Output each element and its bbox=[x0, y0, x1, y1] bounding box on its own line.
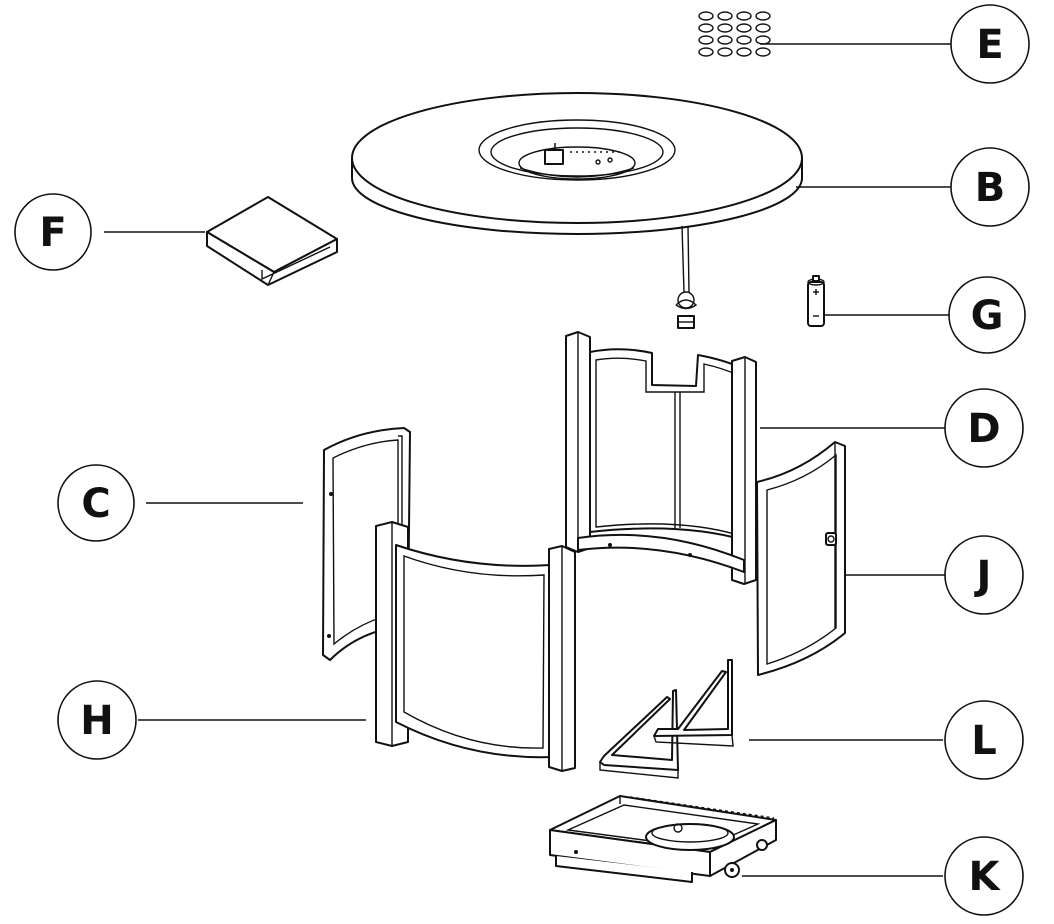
callout-c: C bbox=[57, 464, 135, 542]
callout-e: E bbox=[950, 4, 1030, 84]
callout-g: G bbox=[948, 276, 1026, 354]
callout-l: L bbox=[944, 700, 1024, 780]
part-h-front-panel bbox=[375, 521, 576, 772]
callout-j: J bbox=[944, 535, 1024, 615]
callout-label-g: G bbox=[971, 293, 1004, 339]
callout-label-h: H bbox=[80, 698, 113, 744]
part-j-door-panel bbox=[756, 441, 846, 676]
callout-b: B bbox=[950, 147, 1030, 227]
callout-label-l: L bbox=[971, 718, 997, 764]
callout-d: D bbox=[944, 388, 1024, 468]
callout-label-j: J bbox=[974, 553, 992, 599]
callout-label-f: F bbox=[39, 210, 66, 256]
callout-label-e: E bbox=[976, 22, 1003, 68]
leader-lines bbox=[104, 43, 951, 877]
part-e-beads bbox=[698, 11, 771, 57]
part-k-base-tray bbox=[549, 795, 777, 883]
callout-h: H bbox=[57, 680, 137, 760]
part-g-battery bbox=[807, 275, 825, 327]
part-f-box bbox=[206, 196, 338, 286]
callout-label-k: K bbox=[969, 854, 1002, 900]
callout-k: K bbox=[944, 836, 1024, 916]
part-b-tabletop bbox=[351, 92, 803, 329]
callout-f: F bbox=[14, 193, 92, 271]
part-l-brackets bbox=[599, 659, 734, 779]
callout-label-d: D bbox=[967, 406, 1000, 452]
part-d-rear-frame bbox=[565, 331, 757, 585]
callout-label-c: C bbox=[81, 481, 110, 527]
callout-label-b: B bbox=[975, 165, 1006, 211]
